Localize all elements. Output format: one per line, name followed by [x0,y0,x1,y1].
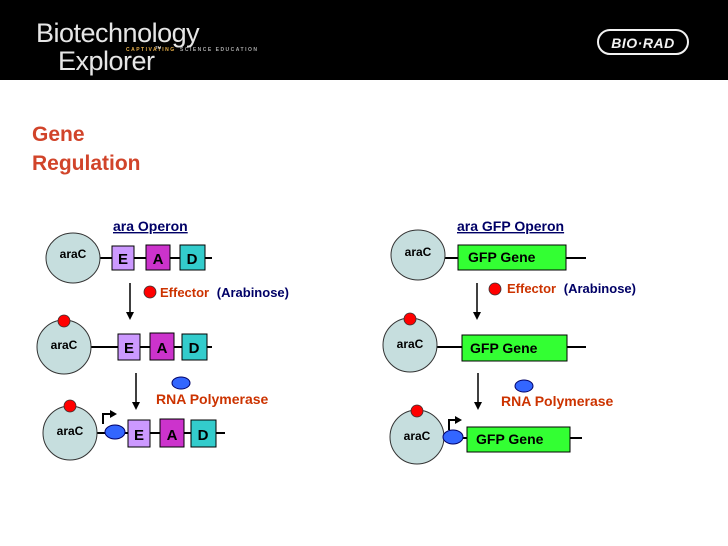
effector-dot [143,285,157,299]
gene-a [159,418,185,448]
bound-effector-dot [57,314,71,328]
left-row-2: araC E A D [36,314,212,375]
logo-trademark: ™ [154,46,162,53]
left-effector-detail: (Arabinose) [217,285,289,300]
right-polymerase-label: RNA Polymerase [501,393,614,409]
gene-e [117,333,141,361]
gfp-gene [461,334,568,362]
arac-label: araC [60,247,87,261]
bio-rad-logo-text: BIO·RAD [611,35,675,51]
right-row-1: araC GFP Gene [390,229,586,281]
right-effector-detail: (Arabinose) [564,281,636,296]
right-row-3: araC GFP Gene [389,404,582,465]
header-bar: Biotechnology CAPTIVATING SCIENCE EDUCAT… [0,0,728,80]
gene-e [127,419,151,448]
arac-label: araC [404,429,431,443]
gene-d [181,333,208,361]
gene-e-label: E [118,251,128,268]
gfp-gene-label: GFP Gene [476,431,544,447]
gfp-gene [457,244,567,271]
gene-a-label: A [167,427,178,444]
transcription-start-arrowhead [110,410,117,418]
arac-label: araC [51,338,78,352]
arac-label: araC [397,337,424,351]
left-effector-label: Effector (Arabinose) [160,285,289,300]
gene-d-label: D [187,251,198,268]
arac-label: araC [405,245,432,259]
logo-biotechnology: Biotechnology [36,18,200,48]
title-line-2: Regulation [32,152,141,175]
gene-d [190,419,217,448]
left-polymerase-label: RNA Polymerase [156,391,269,407]
left-effector-word: Effector [160,285,209,300]
page-title: Gene Regulation [32,120,232,178]
gene-d-label: D [189,340,200,357]
bound-effector-dot [410,404,424,418]
left-heading: ara Operon [113,218,188,234]
rna-polymerase [514,379,534,393]
gene-e-label: E [124,340,134,357]
arac-regulator [390,229,446,281]
gene-e [111,245,135,271]
right-effector-label: Effector (Arabinose) [507,281,636,296]
left-row-3: araC E A D [42,399,225,461]
gene-a-label: A [153,251,164,268]
right-effector-word: Effector [507,281,556,296]
arac-label: araC [57,424,84,438]
gfp-gene [466,426,571,453]
gene-a [149,332,175,361]
gene-a [145,244,171,271]
right-row-2: araC GFP Gene [382,312,586,373]
logo-explorer-text: Explorer [58,46,155,76]
transcription-start-arrowhead [455,416,462,424]
bound-effector-dot [403,312,417,326]
gene-e-label: E [134,427,144,444]
gene-d-label: D [198,427,209,444]
transcription-start-arrow [448,419,457,430]
gfp-gene-label: GFP Gene [470,340,538,356]
arac-regulator [45,232,101,284]
logo-tagline-2: SCIENCE EDUCATION [180,47,259,53]
transcription-start-arrow [102,413,112,424]
effector-dot [488,282,502,296]
right-heading: ara GFP Operon [457,218,564,234]
rna-polymerase [442,429,464,445]
logo-explorer: Explorer™ [58,46,162,77]
gene-a-label: A [157,340,168,357]
gene-d [179,244,206,271]
rna-polymerase [171,376,191,390]
rna-polymerase [104,424,126,440]
left-row-1: araC E A D [45,232,212,284]
logo-tagline-1: CAPTIVATING [126,47,176,53]
gfp-gene-label: GFP Gene [468,249,536,265]
bound-effector-dot [63,399,77,413]
title-line-1: Gene [32,123,85,146]
bio-rad-logo: BIO·RAD [597,29,689,55]
